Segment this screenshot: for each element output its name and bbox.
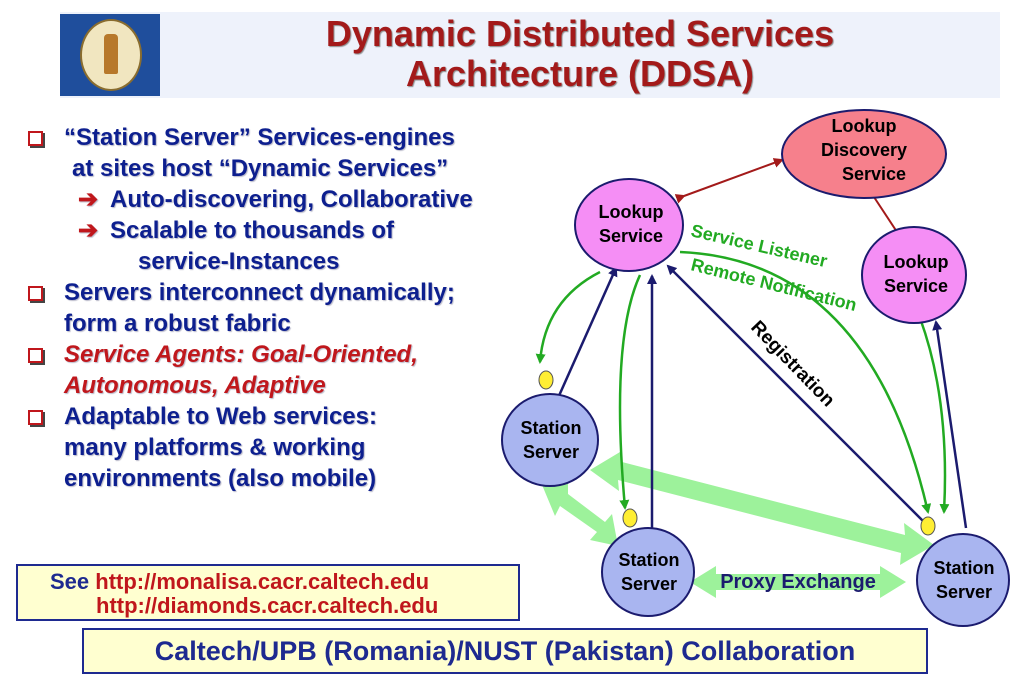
station-left-label-1: Station — [521, 418, 582, 438]
sub-bullet-2-line-1: Scalable to thousands of — [110, 217, 395, 244]
proxy-band-top — [590, 452, 934, 565]
bullet-2-line-1: Servers interconnect dynamically; — [64, 279, 455, 306]
arrow-notify-station-right — [679, 250, 932, 514]
diamonds-link[interactable]: http://diamonds.cacr.caltech.edu — [96, 593, 439, 618]
arrow-station-right-registration — [666, 264, 931, 529]
station-mid-label-1: Station — [619, 550, 680, 570]
arrow-notify-lookup-right — [918, 317, 950, 514]
bullet-2-line-2: form a robust fabric — [64, 310, 291, 337]
checkbox-bullet-icon — [28, 348, 43, 363]
sub-bullet-1-text: Auto-discovering, Collaborative — [110, 186, 473, 213]
lookup-discovery-label-3: Service — [842, 164, 906, 184]
arrow-notify-station-mid — [618, 274, 642, 510]
registration-label: Registration — [746, 317, 838, 411]
bullet-1: “Station Server” Services-engines — [24, 122, 564, 153]
bullet-list: “Station Server” Services-engines at sit… — [24, 122, 564, 494]
title-banner — [60, 12, 1000, 98]
arrow-notify-station-left — [535, 270, 601, 364]
collaboration-banner: Caltech/UPB (Romania)/NUST (Pakistan) Co… — [82, 628, 928, 674]
see-line-2: http://diamonds.cacr.caltech.edu — [96, 594, 438, 618]
listener-dot — [622, 508, 638, 528]
caltech-logo — [60, 14, 160, 96]
station-mid-label-2: Server — [621, 574, 677, 594]
see-line-1: See http://monalisa.cacr.caltech.edu — [50, 570, 429, 594]
seal-ring — [80, 19, 142, 91]
lookup-discovery-label-1: Lookup — [832, 116, 897, 136]
bullet-1-line-2: at sites host “Dynamic Services” — [72, 155, 449, 182]
lookup-discovery-label-2: Discovery — [821, 140, 907, 160]
proxy-band-bottom — [690, 566, 906, 598]
page-title: Dynamic Distributed Services Architectur… — [230, 14, 930, 94]
lookup-discovery-service-node — [781, 109, 947, 199]
listener-dot — [538, 370, 554, 390]
arrow-station-left-registration — [556, 266, 618, 399]
station-right-label-2: Server — [936, 582, 992, 602]
monalisa-link[interactable]: http://monalisa.cacr.caltech.edu — [95, 569, 430, 594]
station-server-right-node — [916, 533, 1010, 627]
checkbox-bullet-icon — [28, 131, 43, 146]
station-server-mid-node — [601, 527, 695, 617]
bullet-3: Service Agents: Goal-Oriented, — [24, 339, 564, 370]
bullet-4-line-1: Adaptable to Web services: — [64, 403, 377, 430]
title-line-2: Architecture (DDSA) — [405, 53, 755, 94]
arrow-right-icon: ➔ — [78, 186, 99, 213]
lookup-service-right-node — [861, 226, 967, 324]
arrow-lookup-discovery — [674, 158, 784, 204]
see-prefix: See — [50, 569, 90, 594]
sub-bullet-1: ➔ Auto-discovering, Collaborative — [24, 184, 564, 215]
bullet-3-line-1: Service Agents: Goal-Oriented, — [64, 341, 418, 368]
arrow-station-right-lookup-right — [932, 320, 968, 529]
bullet-3-line-2: Autonomous, Adaptive — [64, 372, 326, 399]
station-right-label-1: Station — [934, 558, 995, 578]
bullet-1-line-1: “Station Server” Services-engines — [64, 124, 455, 151]
sub-bullet-2: ➔ Scalable to thousands of — [24, 215, 564, 246]
lookup-left-label-2: Service — [599, 226, 663, 246]
checkbox-bullet-icon — [28, 410, 43, 425]
lookup-left-label-1: Lookup — [599, 202, 664, 222]
listener-dot — [920, 516, 936, 536]
bullet-2: Servers interconnect dynamically; — [24, 277, 564, 308]
proxy-exchange-label: Proxy Exchange — [720, 571, 876, 593]
lookup-service-left-node — [574, 178, 684, 272]
remote-notification-label: Remote Notification — [689, 254, 859, 315]
bullet-4-line-2: many platforms & working — [64, 434, 366, 461]
see-links-box: See http://monalisa.cacr.caltech.edu htt… — [16, 564, 520, 621]
bullet-4-line-3: environments (also mobile) — [64, 465, 377, 492]
lookup-right-label-2: Service — [884, 276, 948, 296]
torch-icon — [104, 34, 118, 74]
lookup-right-label-1: Lookup — [884, 252, 949, 272]
arrow-right-icon: ➔ — [78, 217, 99, 244]
station-server-left-node — [501, 393, 599, 487]
bullet-4: Adaptable to Web services: — [24, 401, 564, 432]
checkbox-bullet-icon — [28, 286, 43, 301]
station-left-label-2: Server — [523, 442, 579, 462]
sub-bullet-2-line-2: service-Instances — [138, 248, 340, 275]
proxy-band-left — [540, 480, 618, 546]
title-line-1: Dynamic Distributed Services — [325, 13, 835, 54]
